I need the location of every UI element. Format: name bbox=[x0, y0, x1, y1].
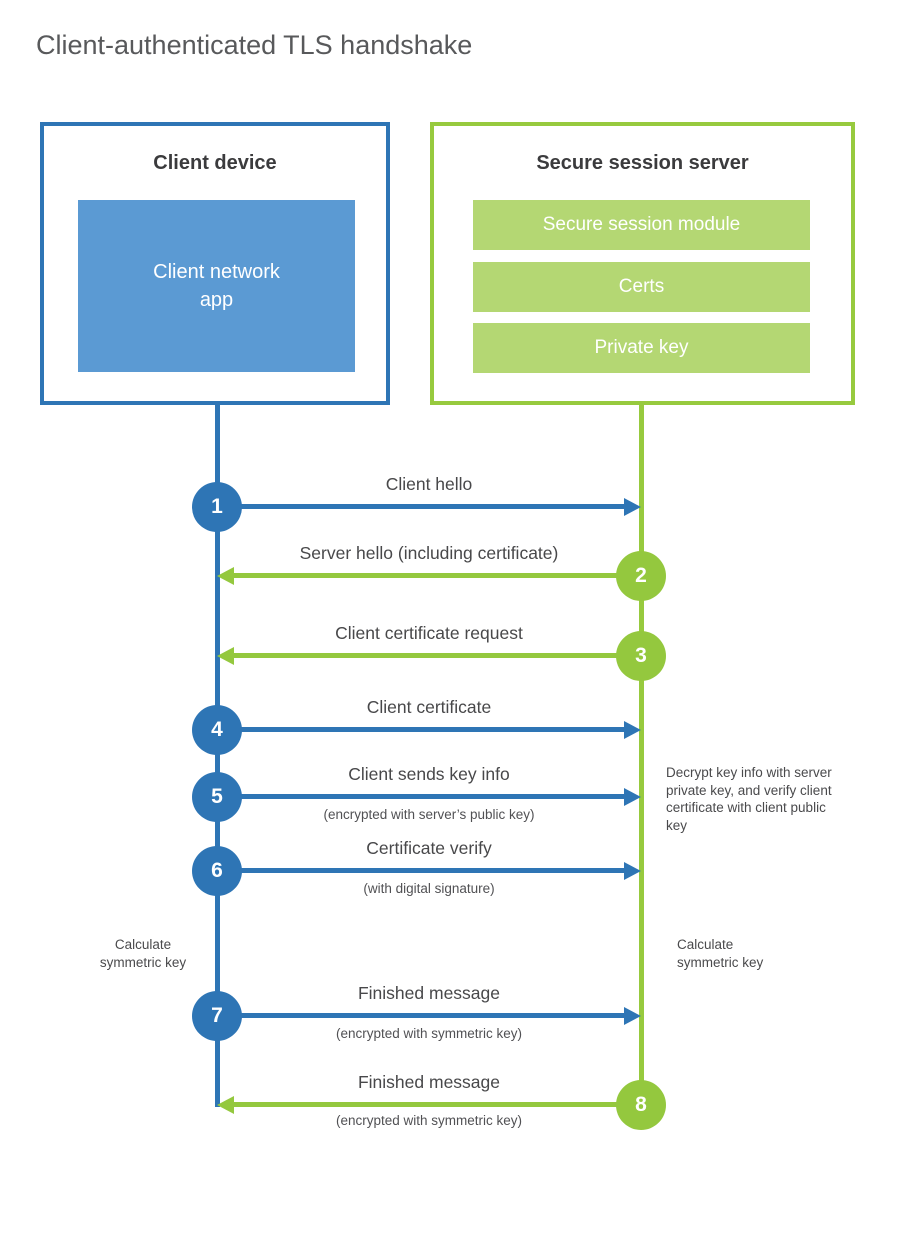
server-lifeline bbox=[639, 405, 644, 1105]
step-8-sublabel: (encrypted with symmetric key) bbox=[335, 1113, 523, 1128]
step-5-sublabel: (encrypted with server’s public key) bbox=[323, 807, 535, 822]
step-5-label: Client sends key info bbox=[348, 764, 510, 784]
step-8-label: Finished message bbox=[357, 1072, 501, 1092]
step-7-badge: 7 bbox=[192, 991, 242, 1041]
step-7-sublabel: (encrypted with symmetric key) bbox=[335, 1026, 523, 1041]
step-5-badge: 5 bbox=[192, 772, 242, 822]
step-7-arrowhead-icon bbox=[624, 1007, 641, 1025]
step-8-arrow bbox=[234, 1102, 641, 1107]
step-7-label: Finished message bbox=[357, 983, 501, 1003]
server-module-secure-session: Secure session module bbox=[473, 200, 810, 250]
step-5-arrowhead-icon bbox=[624, 788, 641, 806]
step-2-label: Server hello (including certificate) bbox=[299, 543, 559, 563]
step-4-arrow bbox=[217, 727, 625, 732]
step-2-arrow bbox=[234, 573, 641, 578]
step-7-arrow bbox=[217, 1013, 625, 1018]
step-6-label: Certificate verify bbox=[366, 838, 492, 858]
step-1-label: Client hello bbox=[385, 474, 473, 494]
step-2-badge: 2 bbox=[616, 551, 666, 601]
step-6-arrowhead-icon bbox=[624, 862, 641, 880]
step-3-arrow bbox=[234, 653, 641, 658]
page-title: Client-authenticated TLS handshake bbox=[36, 30, 473, 60]
client-network-app-block: Client network app bbox=[78, 200, 355, 372]
step-1-badge: 1 bbox=[192, 482, 242, 532]
step-6-badge: 6 bbox=[192, 846, 242, 896]
step-1-arrowhead-icon bbox=[624, 498, 641, 516]
server-module-private-key: Private key bbox=[473, 323, 810, 373]
server-module-certs: Certs bbox=[473, 262, 810, 312]
step-4-label: Client certificate bbox=[366, 697, 492, 717]
step-1-arrow bbox=[217, 504, 625, 509]
step-5-arrow bbox=[217, 794, 625, 799]
step-8-badge: 8 bbox=[616, 1080, 666, 1130]
secure-session-server-title: Secure session server bbox=[536, 152, 749, 174]
step-3-label: Client certificate request bbox=[335, 623, 523, 643]
step-3-arrowhead-icon bbox=[217, 647, 234, 665]
step-2-arrowhead-icon bbox=[217, 567, 234, 585]
client-device-title: Client device bbox=[153, 152, 277, 174]
step-4-arrowhead-icon bbox=[624, 721, 641, 739]
step-3-badge: 3 bbox=[616, 631, 666, 681]
server-decrypt-note: Decrypt key info with server private key… bbox=[666, 765, 832, 833]
step-8-arrowhead-icon bbox=[217, 1096, 234, 1114]
step-6-sublabel: (with digital signature) bbox=[363, 881, 495, 896]
step-6-arrow bbox=[217, 868, 625, 873]
server-calculate-symmetric-key-note: Calculate symmetric key bbox=[677, 937, 764, 970]
client-lifeline bbox=[215, 405, 220, 1107]
step-4-badge: 4 bbox=[192, 705, 242, 755]
client-calculate-symmetric-key-note: Calculate symmetric key bbox=[99, 937, 187, 970]
